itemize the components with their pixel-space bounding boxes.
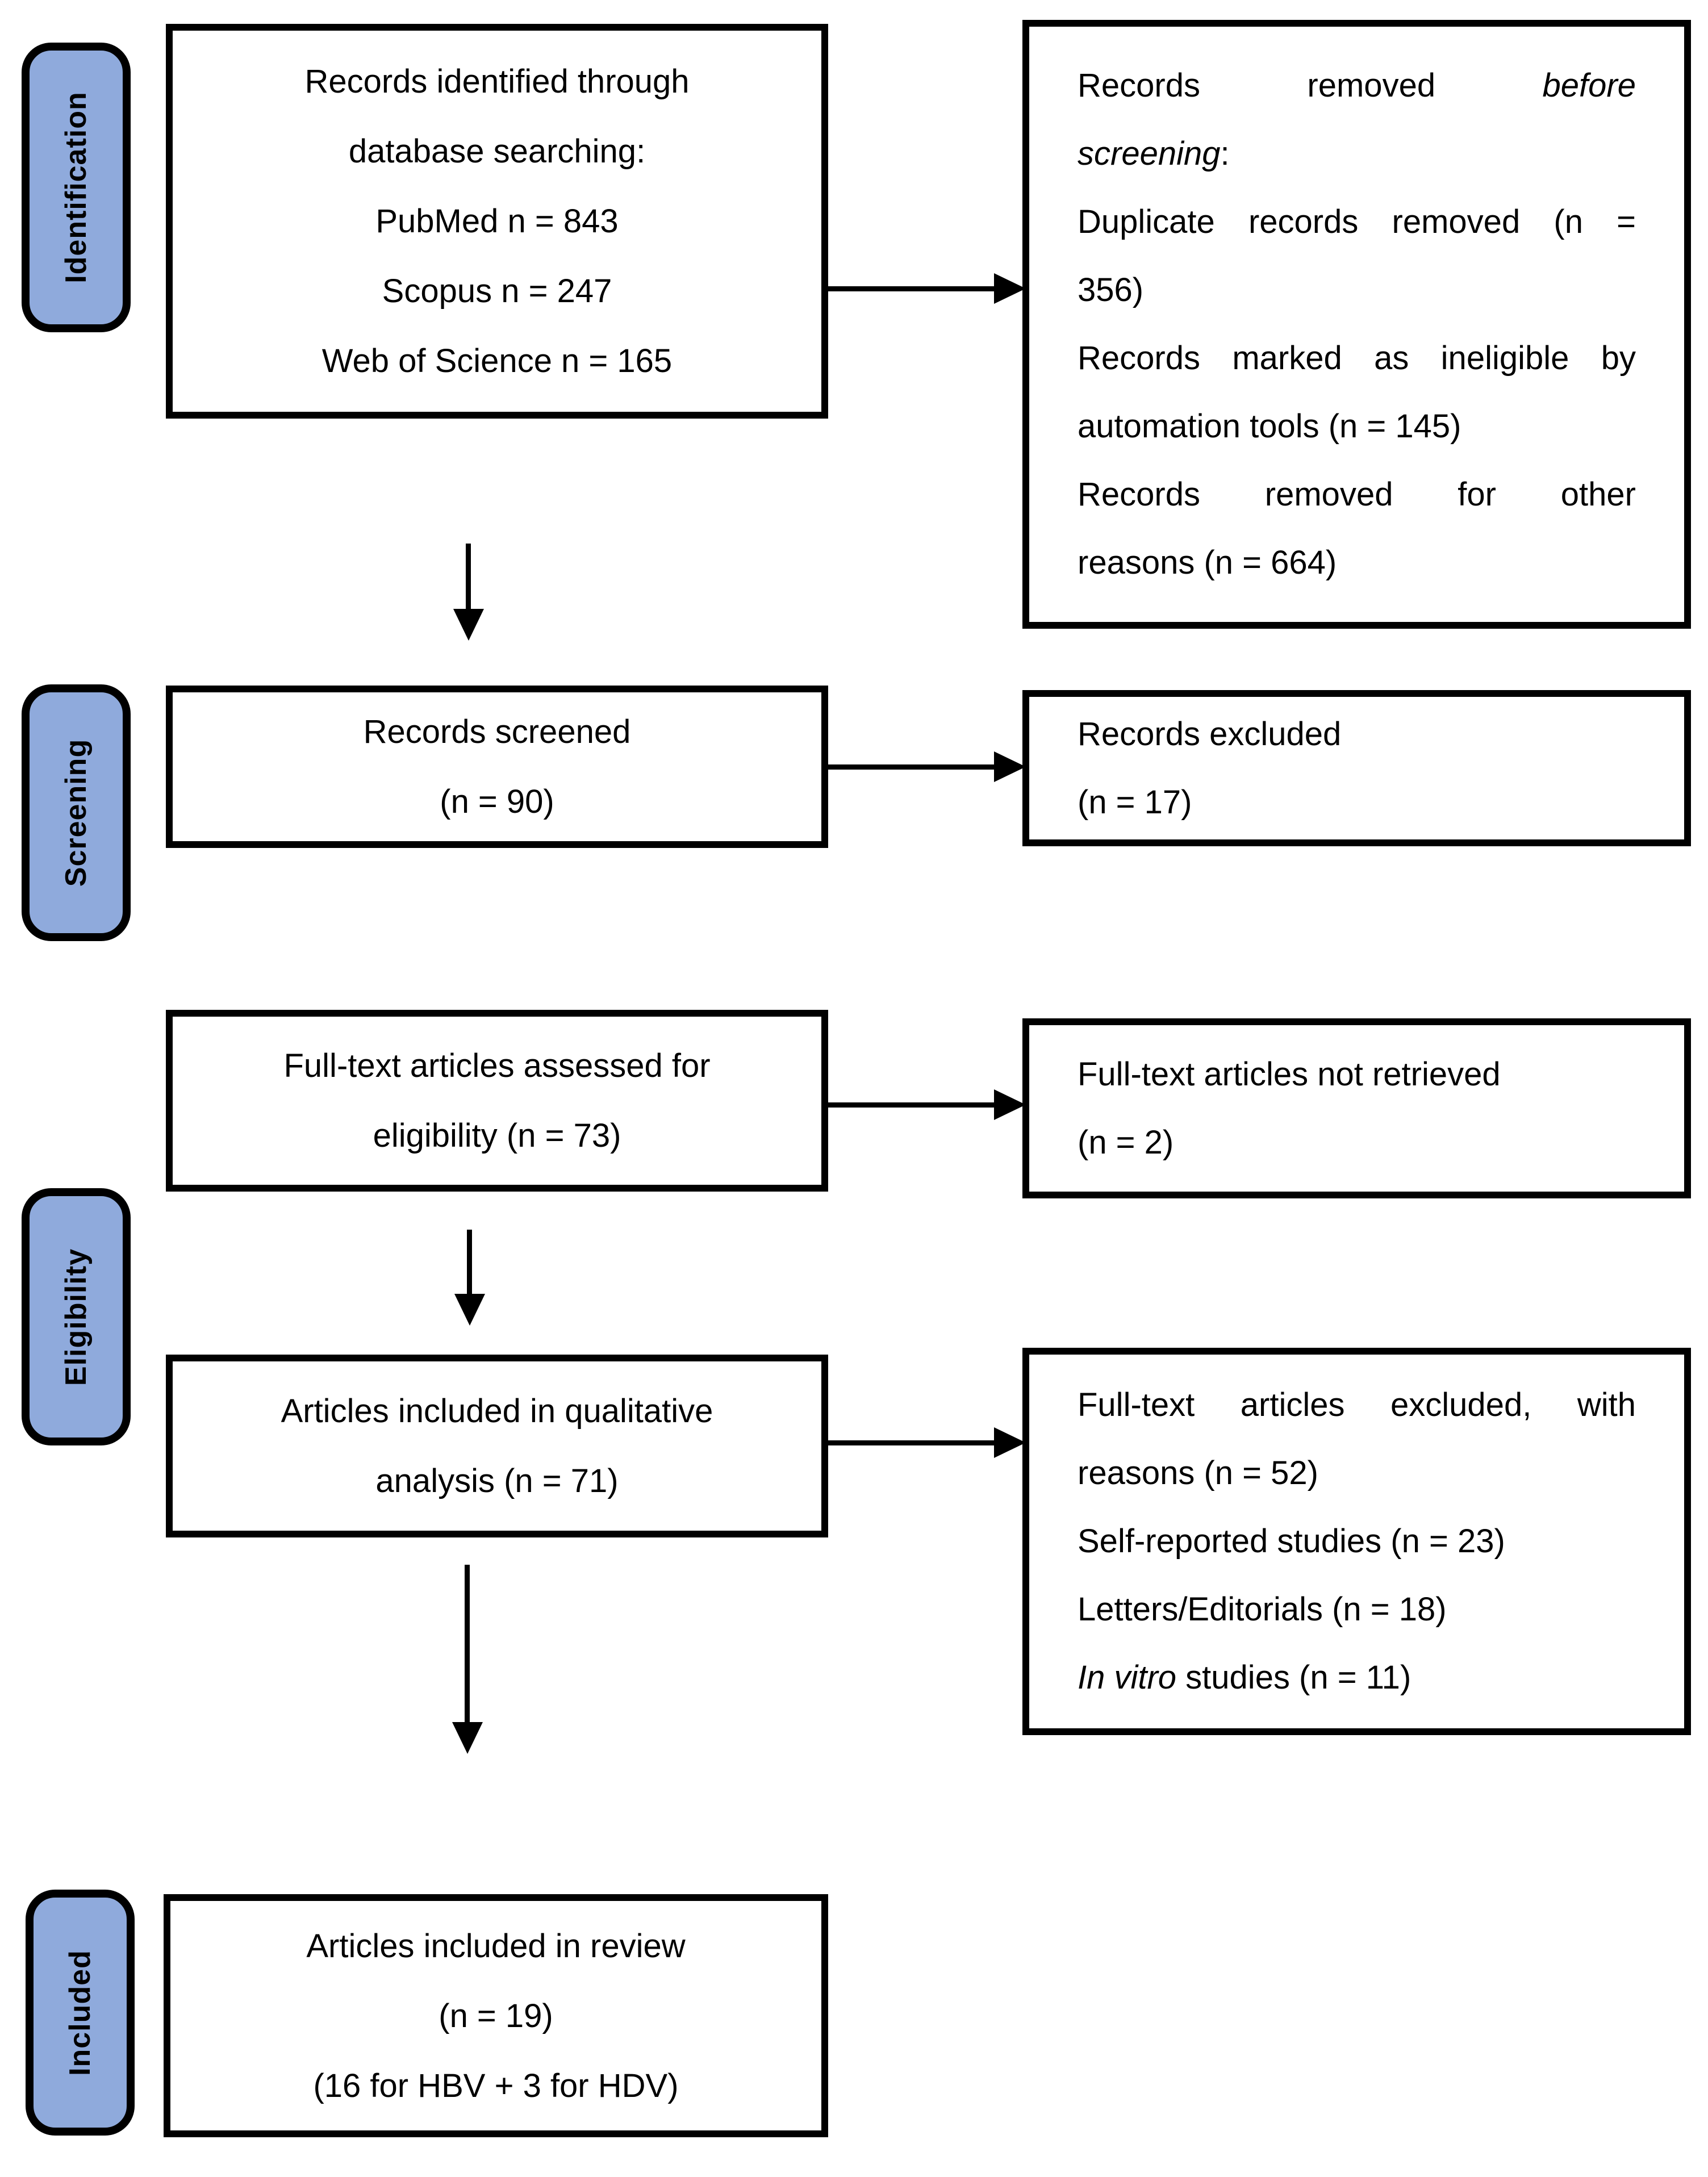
arrow-screened-to-excluded-head (994, 751, 1026, 782)
text-segment: automation tools (n = 145) (1078, 408, 1461, 445)
text-segment: (n = 2) (1078, 1123, 1174, 1161)
text-segment: Full-text articles excluded, with (1078, 1386, 1636, 1423)
text-line: Records identified through (173, 47, 821, 116)
text-line: Scopus n = 247 (173, 256, 821, 326)
arrow-assessed-to-qualitative-line (467, 1230, 472, 1297)
text-segment: Articles included in review (306, 1927, 686, 1965)
text-segment: studies (n = 11) (1176, 1659, 1411, 1696)
box-records-screened: Records screened (n = 90) (166, 686, 828, 848)
box-fulltext-assessed: Full-text articles assessed for eligibili… (166, 1010, 828, 1192)
text-line: Records screened (173, 697, 821, 767)
text-line: (n = 2) (1078, 1109, 1636, 1177)
text-segment: eligibility (n = 73) (373, 1117, 621, 1154)
italic-text-segment: screening (1078, 135, 1221, 172)
text-segment: Records screened (363, 713, 631, 750)
arrow-identified-to-screened-line (466, 544, 471, 612)
text-line: 356) (1078, 256, 1636, 324)
box-records-excluded: Records excluded (n = 17) (1022, 690, 1691, 846)
text-line: Records removed for other (1078, 461, 1636, 529)
text-segment: Full-text articles assessed for (283, 1047, 711, 1084)
text-line: Self-reported studies (n = 23) (1078, 1507, 1636, 1576)
text-segment: Self-reported studies (n = 23) (1078, 1523, 1505, 1560)
text-line: screening: (1078, 120, 1636, 188)
stage-included: Included (26, 1890, 135, 2136)
text-line: Articles included in review (170, 1911, 821, 1981)
text-line: Web of Science n = 165 (173, 326, 821, 396)
text-line: Full-text articles not retrieved (1078, 1041, 1636, 1109)
box-fulltext-not-retrieved: Full-text articles not retrieved (n = 2) (1022, 1018, 1691, 1198)
stage-eligibility-label: Eligibility (60, 1248, 93, 1386)
text-segment: analysis (n = 71) (375, 1463, 619, 1499)
stage-identification-label: Identification (60, 91, 93, 283)
text-segment: Articles included in qualitative (281, 1393, 713, 1430)
text-segment: Full-text articles not retrieved (1078, 1055, 1501, 1093)
text-line: PubMed n = 843 (173, 186, 821, 256)
text-segment: Letters/Editorials (n = 18) (1078, 1591, 1447, 1628)
text-segment: (n = 19) (439, 1997, 553, 2034)
arrow-qualitative-to-excluded-line (828, 1440, 994, 1445)
text-segment: (n = 90) (440, 783, 554, 820)
text-line: eligibility (n = 73) (173, 1101, 821, 1171)
text-line: reasons (n = 52) (1078, 1439, 1636, 1507)
text-line: Records excluded (1078, 700, 1636, 768)
box-included-review: Articles included in review (n = 19) (16 f… (164, 1894, 828, 2137)
arrow-qualitative-to-review-line (465, 1565, 470, 1725)
text-segment: reasons (n = 52) (1078, 1455, 1318, 1491)
text-segment: Records excluded (1078, 715, 1342, 753)
stage-screening-label: Screening (60, 738, 93, 887)
arrow-qualitative-to-review-head (452, 1722, 483, 1754)
text-line: (n = 90) (173, 767, 821, 837)
box-fulltext-excluded-reasons: Full-text articles excluded, with reasons… (1022, 1348, 1691, 1735)
text-line: reasons (n = 664) (1078, 529, 1636, 597)
text-segment: (16 for HBV + 3 for HDV) (313, 2067, 679, 2104)
text-line: Full-text articles excluded, with (1078, 1371, 1636, 1439)
text-line: Letters/Editorials (n = 18) (1078, 1576, 1636, 1644)
arrow-identified-to-removed-head (994, 273, 1026, 304)
italic-text-segment: In vitro (1078, 1659, 1177, 1696)
text-line: automation tools (n = 145) (1078, 392, 1636, 461)
box-qualitative-analysis: Articles included in qualitative analysis… (166, 1355, 828, 1537)
text-segment: Records identified through (304, 63, 690, 100)
arrow-screened-to-excluded-line (828, 764, 994, 770)
stage-included-label: Included (64, 1949, 97, 2076)
stage-eligibility: Eligibility (22, 1188, 131, 1445)
text-line: Full-text articles assessed for (173, 1031, 821, 1101)
stage-identification: Identification (22, 43, 131, 332)
text-line: (n = 19) (170, 1981, 821, 2051)
text-segment: (n = 17) (1078, 783, 1192, 821)
text-line: Duplicate records removed (n = (1078, 188, 1636, 256)
text-segment: Web of Science n = 165 (321, 342, 673, 379)
text-segment: reasons (n = 664) (1078, 544, 1337, 581)
text-segment: Records removed (1078, 67, 1543, 104)
arrow-assessed-to-not-retrieved-line (828, 1102, 994, 1108)
arrow-assessed-to-qualitative-head (454, 1294, 485, 1326)
text-line: database searching: (173, 116, 821, 186)
arrow-identified-to-removed-line (828, 286, 994, 291)
text-segment: : (1220, 135, 1230, 172)
text-segment: Records marked as ineligible by (1078, 340, 1636, 377)
text-segment: PubMed n = 843 (375, 203, 619, 240)
text-segment: Records removed for other (1078, 476, 1636, 513)
text-segment: Duplicate records removed (n = (1078, 203, 1636, 240)
box-records-identified: Records identified through database searc… (166, 24, 828, 419)
arrow-qualitative-to-excluded-head (994, 1427, 1026, 1458)
text-line: (16 for HBV + 3 for HDV) (170, 2051, 821, 2121)
arrow-identified-to-screened-head (453, 609, 484, 641)
text-line: analysis (n = 71) (173, 1446, 821, 1516)
text-segment: database searching: (348, 133, 646, 170)
text-segment: 356) (1078, 271, 1144, 308)
text-line: Records removed before (1078, 52, 1636, 120)
text-line: In vitro studies (n = 11) (1078, 1644, 1636, 1712)
arrow-assessed-to-not-retrieved-head (994, 1089, 1026, 1120)
text-line: Articles included in qualitative (173, 1376, 821, 1446)
text-line: Records marked as ineligible by (1078, 324, 1636, 392)
text-line: (n = 17) (1078, 768, 1636, 837)
stage-screening: Screening (22, 684, 131, 941)
italic-text-segment: before (1542, 67, 1636, 104)
text-segment: Scopus n = 247 (382, 273, 612, 310)
